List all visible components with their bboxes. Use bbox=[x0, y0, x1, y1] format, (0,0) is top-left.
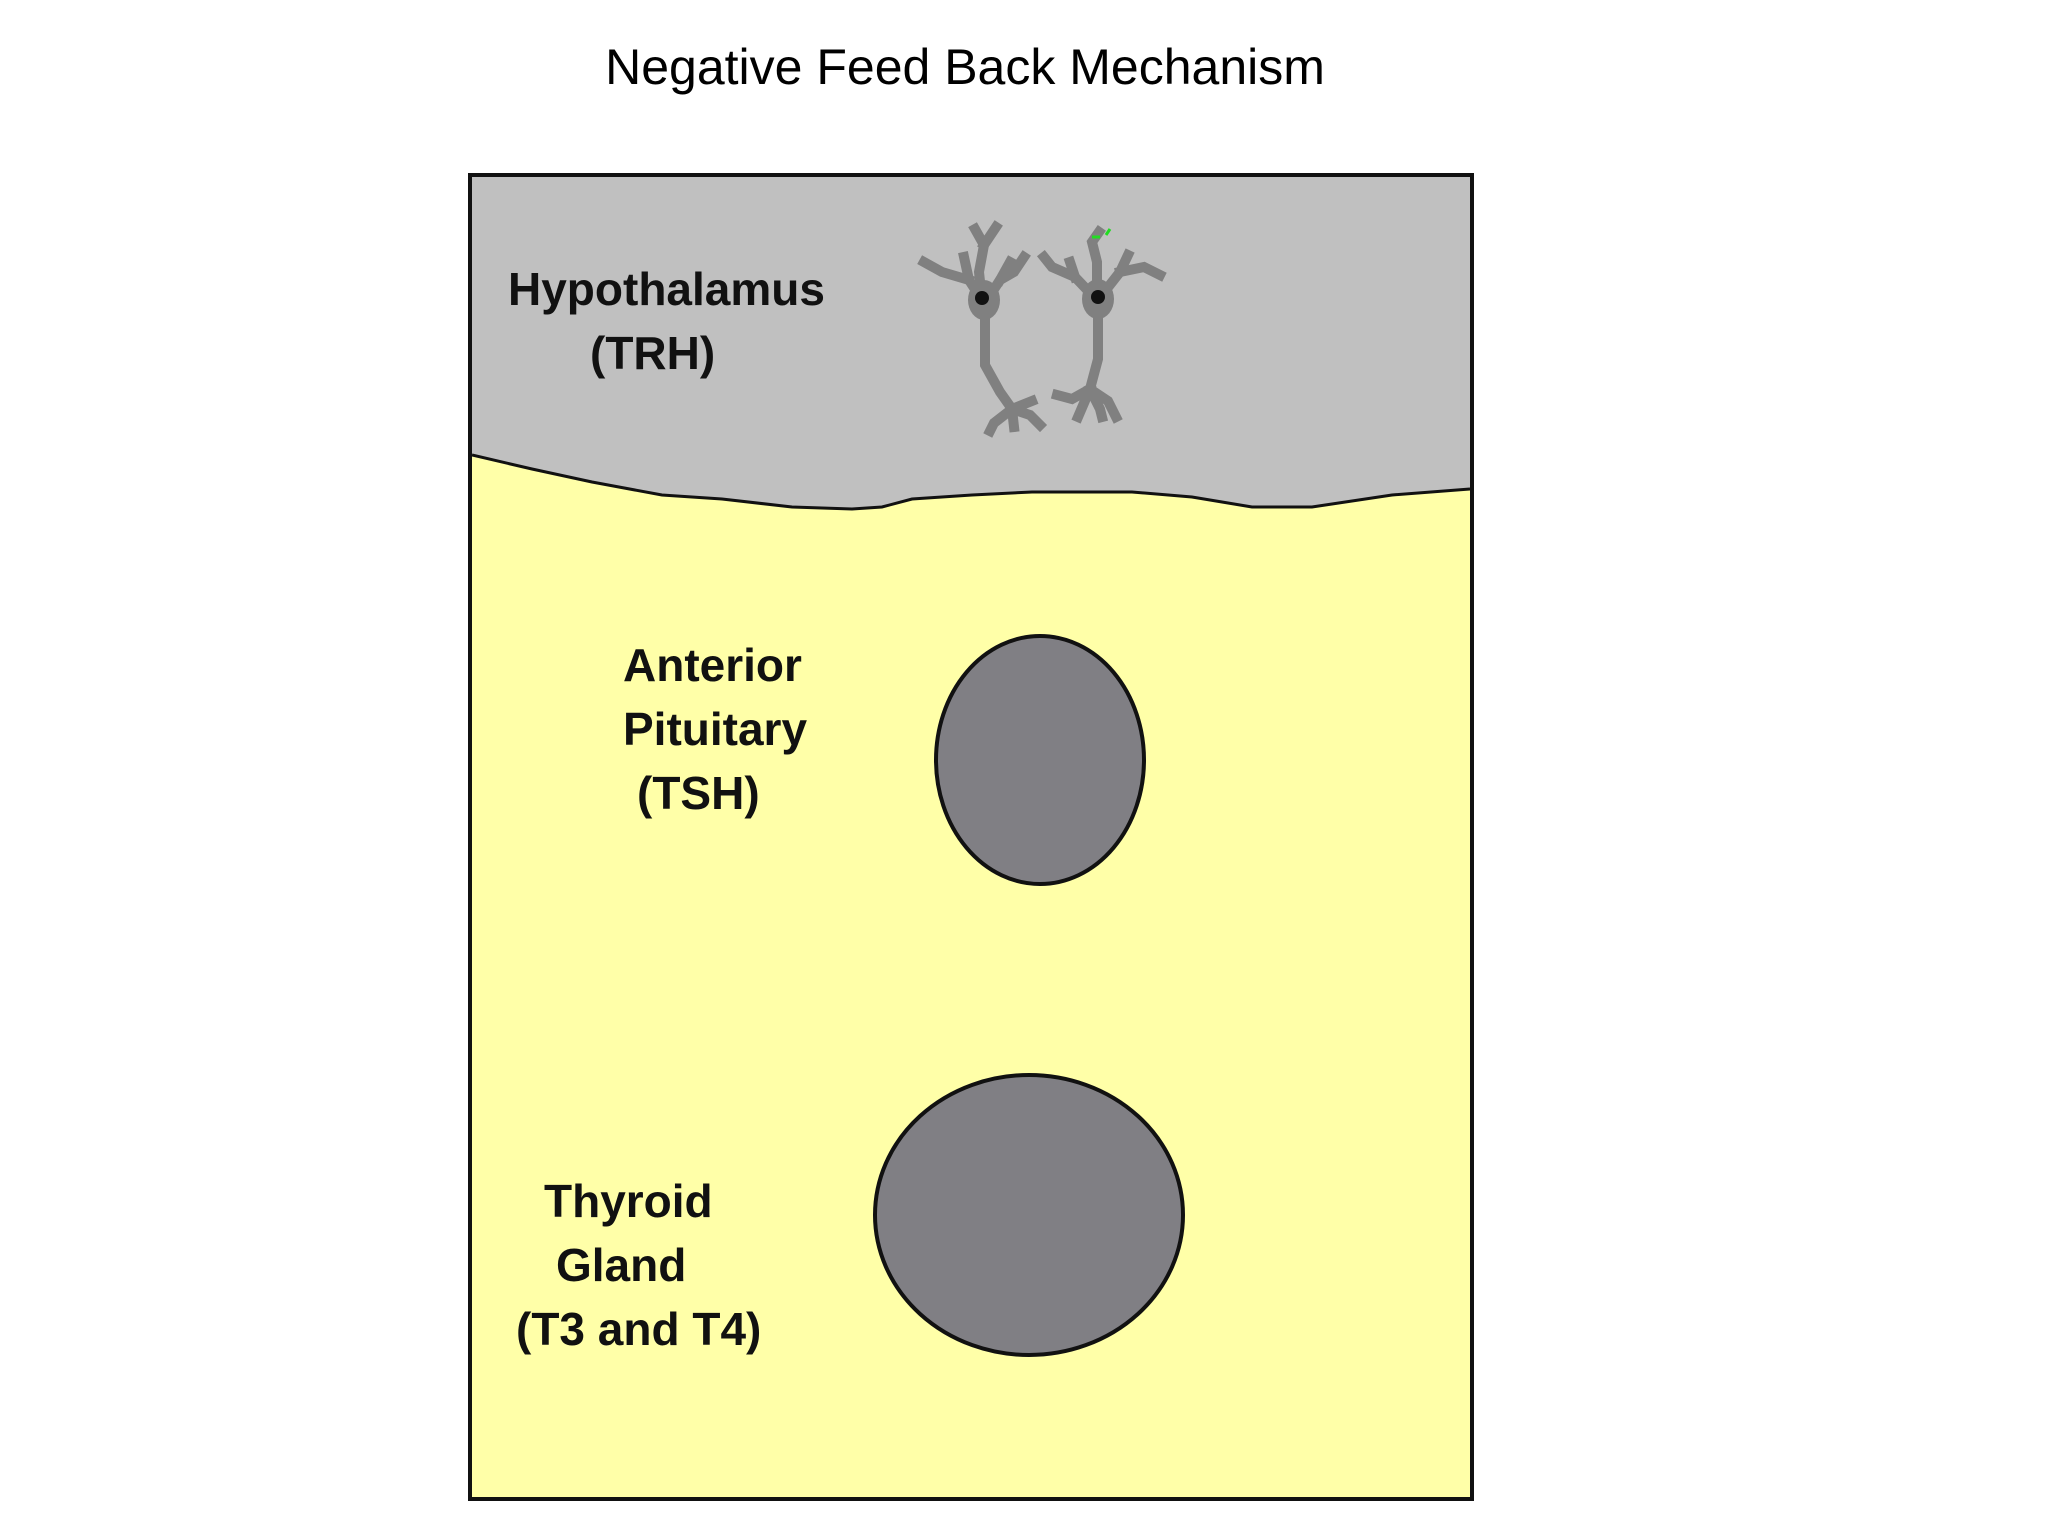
thyroid-line1: Thyroid bbox=[544, 1175, 713, 1227]
anterior-pituitary-gland bbox=[934, 634, 1146, 886]
diagram-frame: Hypothalamus (TRH) Anterior Pituitary (T… bbox=[468, 173, 1474, 1501]
thyroid-hormone: (T3 and T4) bbox=[516, 1303, 762, 1355]
neuron-nucleus bbox=[975, 291, 989, 305]
thyroid-gland bbox=[873, 1073, 1185, 1357]
neuron-icon bbox=[917, 220, 1048, 438]
page-title: Negative Feed Back Mechanism bbox=[605, 39, 1325, 95]
hypothalamus-boundary bbox=[472, 453, 1470, 511]
hypothalamus-label: Hypothalamus (TRH) bbox=[508, 257, 825, 385]
hypothalamus-region bbox=[472, 177, 1470, 509]
anterior-pituitary-line1: Anterior bbox=[623, 639, 802, 691]
hypothalamus-hormone: (TRH) bbox=[590, 327, 716, 379]
diagram-canvas bbox=[472, 177, 1470, 1497]
anterior-pituitary-label: Anterior Pituitary (TSH) bbox=[623, 633, 807, 825]
neuron-nucleus bbox=[1091, 290, 1105, 304]
thyroid-label: Thyroid Gland (T3 and T4) bbox=[516, 1169, 761, 1361]
neuron-highlight bbox=[1092, 228, 1112, 239]
anterior-pituitary-hormone: (TSH) bbox=[637, 767, 760, 819]
hypothalamus-name: Hypothalamus bbox=[508, 263, 825, 315]
thyroid-line2: Gland bbox=[556, 1239, 687, 1291]
anterior-pituitary-line2: Pituitary bbox=[623, 703, 808, 755]
